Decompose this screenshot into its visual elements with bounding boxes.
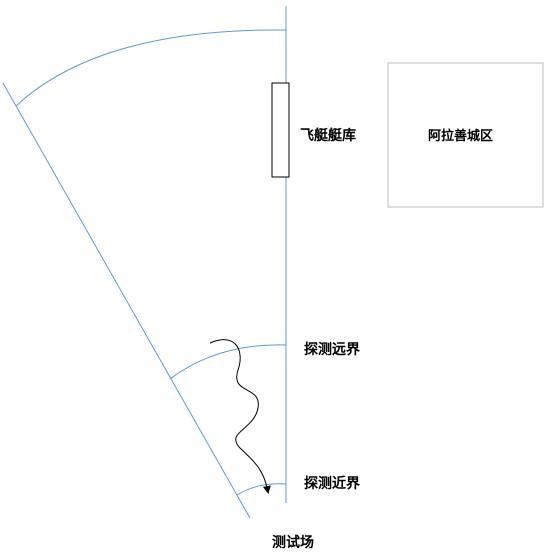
hangar-box bbox=[271, 82, 290, 178]
flight-path-arrow bbox=[209, 339, 271, 494]
diagonal-boundary-line bbox=[2, 82, 251, 519]
far-boundary-label: 探测远界 bbox=[304, 341, 361, 358]
near-boundary-label: 探测近界 bbox=[304, 475, 361, 492]
hangar-label: 飞艇艇库 bbox=[300, 127, 356, 144]
far-boundary-arc bbox=[169, 344, 287, 380]
region-label: 阿拉善城区 bbox=[428, 128, 493, 144]
near-boundary-arc bbox=[236, 483, 287, 496]
outer-range-arc bbox=[15, 29, 287, 107]
test-site-label: 测试场 bbox=[272, 534, 314, 551]
region-box bbox=[387, 62, 544, 208]
